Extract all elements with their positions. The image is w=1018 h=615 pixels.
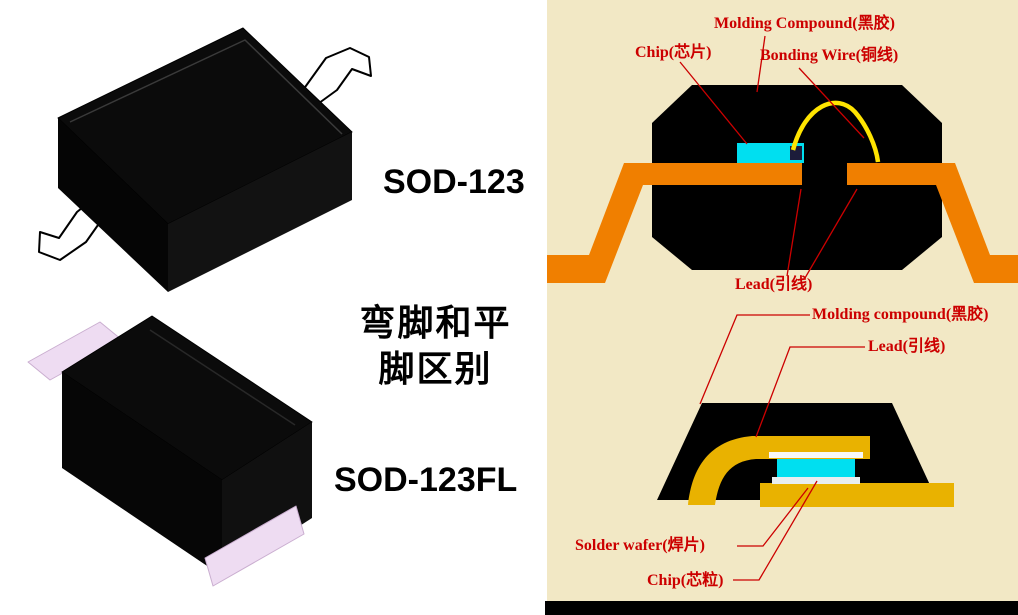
comparison-caption-line2: 脚区别 <box>378 349 493 389</box>
leader-lines-bottom-diagram <box>699 314 865 581</box>
bonding-wire-label: Bonding Wire(铜线) <box>760 47 899 64</box>
comparison-caption-line1: 弯脚和平 <box>359 303 512 343</box>
lead-top-label: Lead(引线) <box>735 276 813 293</box>
die-chip-bottom-diagram <box>777 459 855 477</box>
sod123-body-right-face <box>168 132 352 292</box>
lead-top-leader-left <box>786 188 802 277</box>
bonding-wire-arc <box>790 100 881 163</box>
solder-wafer-label: Solder wafer(焊片) <box>575 537 705 554</box>
comparison-caption: 弯脚和平 脚区别 <box>348 300 523 392</box>
package-photos-panel: SOD-123 弯脚和平 脚区别 SOD-123FL <box>27 27 525 587</box>
left-gullwing-lead <box>547 163 802 283</box>
sod123-body-left-face <box>58 118 168 292</box>
lead-bottom-label: Lead(引线) <box>868 338 946 355</box>
sod123-cross-section <box>547 85 1018 283</box>
sod123-title: SOD-123 <box>383 163 525 201</box>
top-clip-layer <box>769 452 863 458</box>
lead-top-leader-right <box>804 188 858 279</box>
molding-top-leader <box>756 35 766 93</box>
bottom-black-bar <box>545 601 1018 615</box>
molding-bottom-leader <box>699 314 810 405</box>
chip-bottom-leader <box>733 480 818 581</box>
sod123fl-title: SOD-123FL <box>334 461 518 499</box>
cross-section-drawing <box>547 35 1018 581</box>
package-3d-drawings <box>27 27 372 587</box>
sod123-package-3d <box>38 27 372 292</box>
chip-bottom-label: Chip(芯粒) <box>647 572 724 589</box>
chip-top-label: Chip(芯片) <box>635 44 712 61</box>
sod123fl-tab-bottom-right <box>204 505 305 587</box>
right-flat-lead <box>760 483 954 507</box>
lead-bottom-leader <box>755 346 865 438</box>
solder-wafer-leader <box>737 487 809 547</box>
molding-compound-bottom-label: Molding compound(黑胶) <box>812 306 989 323</box>
leader-lines-top-diagram <box>679 35 865 279</box>
die-chip-top-diagram <box>737 143 804 163</box>
sod123-body-bevel-edge <box>69 39 343 135</box>
bonding-wire-leader <box>798 67 865 139</box>
solder-wafer-layer <box>772 477 860 484</box>
sod123fl-cross-section <box>657 403 954 507</box>
sod123-lead-top-right <box>302 47 372 107</box>
molding-compound-top-label: Molding Compound(黑胶) <box>714 15 895 32</box>
chip-top-leader <box>679 61 748 145</box>
sod123fl-body-left-face <box>62 372 222 576</box>
sod123fl-body-highlight <box>149 329 296 426</box>
right-gullwing-lead <box>847 163 1018 283</box>
cross-section-panel: Molding Compound(黑胶) Chip(芯片) Bonding Wi… <box>547 0 1018 601</box>
sod123fl-package-3d <box>27 315 313 587</box>
